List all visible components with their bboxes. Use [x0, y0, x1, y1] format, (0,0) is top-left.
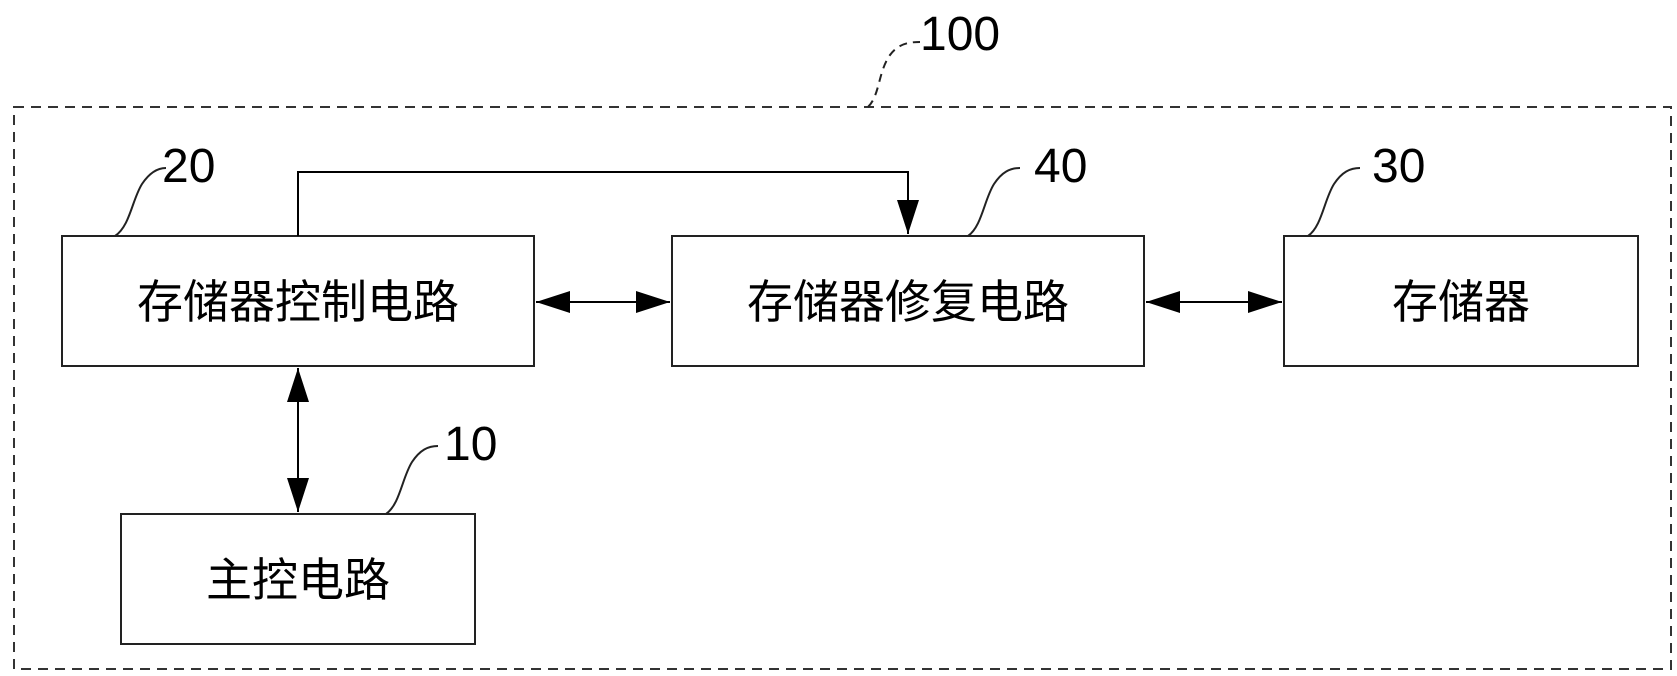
memory-control-label: 存储器控制电路 [137, 275, 459, 329]
memory-block [1283, 235, 1639, 367]
memory-repair-ref-label: 40 [1034, 140, 1087, 193]
main-control-ref-label: 10 [444, 418, 497, 471]
memory-ref-label: 30 [1372, 140, 1425, 193]
container-ref-label: 100 [920, 8, 1000, 61]
memory-repair-label: 存储器修复电路 [747, 275, 1069, 329]
main-control-label: 主控电路 [206, 553, 390, 607]
memory-control-ref-leader [114, 167, 167, 237]
memory-label: 存储器 [1392, 275, 1530, 329]
container-ref-leader [867, 41, 921, 108]
memory-ref-leader [1307, 167, 1361, 237]
system-container-border [13, 106, 1672, 670]
main-control-block [120, 513, 476, 645]
memory-control-ref-label: 20 [162, 140, 215, 193]
memory-control-block [61, 235, 535, 367]
control-to-repair-connector [297, 171, 919, 236]
main-control-ref-leader [385, 445, 439, 515]
memory-repair-ref-leader [967, 167, 1021, 237]
memory-repair-block [671, 235, 1145, 367]
